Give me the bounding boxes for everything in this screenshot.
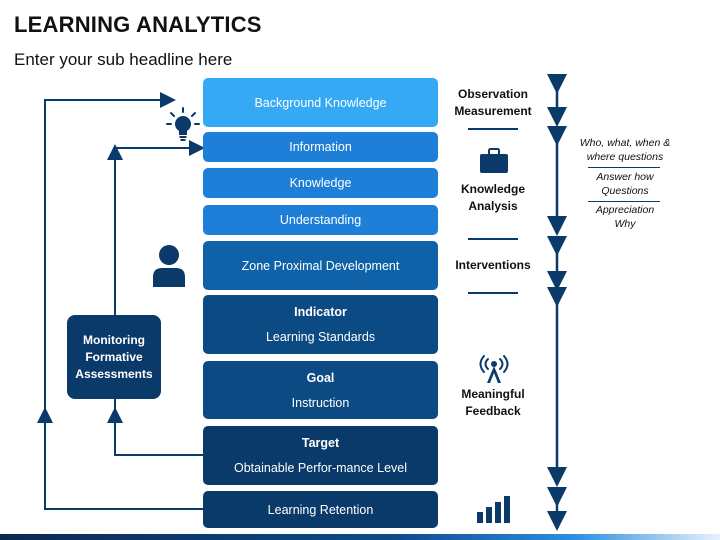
- broadcast-tower-icon: [479, 355, 509, 383]
- label-interventions: Interventions: [455, 258, 531, 272]
- inner-loop-arrow: [114, 140, 205, 456]
- label-feedback: Feedback: [465, 404, 521, 418]
- monitoring-line-2: Formative: [85, 349, 143, 364]
- label-meaningful-feedback: Meaningful Feedback: [443, 386, 543, 420]
- note-divider-2: [588, 201, 660, 202]
- note-answer-how: Answer how Questions: [570, 171, 680, 198]
- bar-understanding-label: Understanding: [279, 213, 362, 227]
- bar-background-knowledge: Background Knowledge: [203, 78, 438, 127]
- bar-indicator-text: Learning Standards: [265, 330, 376, 344]
- note-appreciation-line-2: Why: [614, 217, 636, 230]
- page-title: LEARNING ANALYTICS: [14, 12, 262, 37]
- bar-information-label: Information: [289, 140, 352, 154]
- note-who-line-1: Who, what, when &: [579, 137, 671, 149]
- bar-target-text: Obtainable Perfor-mance Level: [233, 461, 407, 475]
- bar-background-knowledge-label: Background Knowledge: [254, 95, 387, 110]
- bar-goal-title: Goal: [306, 370, 335, 385]
- bar-understanding: Understanding: [203, 205, 438, 235]
- outer-loop-arrow: [44, 92, 203, 510]
- label-analysis: Analysis: [468, 199, 518, 213]
- person-icon: [153, 245, 185, 287]
- bar-target-title: Target: [301, 436, 340, 450]
- note-who-line-2: where questions: [586, 150, 664, 163]
- note-appreciation: Appreciation Why: [570, 204, 680, 231]
- double-arrow-icons: [547, 74, 567, 531]
- label-meaningful: Meaningful: [461, 387, 525, 401]
- lightbulb-icon: [166, 107, 200, 141]
- note-appreciation-line-1: Appreciation: [595, 204, 655, 216]
- label-knowledge: Knowledge: [460, 182, 525, 196]
- bar-learning-retention: Learning Retention: [203, 491, 438, 528]
- monitoring-line-1: Monitoring: [83, 332, 145, 347]
- divider-2: [468, 238, 518, 240]
- note-divider-1: [588, 167, 660, 168]
- note-answer-line-2: Questions: [601, 184, 649, 197]
- divider-1: [468, 128, 518, 130]
- bottom-gradient-strip: [0, 534, 720, 540]
- briefcase-icon: [480, 148, 508, 173]
- bar-zone-proximal-development: Zone Proximal Development: [203, 241, 438, 290]
- note-who-what: Who, what, when & where questions: [570, 137, 680, 164]
- bar-knowledge-label: Knowledge: [289, 176, 352, 190]
- monitoring-line-3: Assessments: [75, 366, 153, 381]
- bar-information: Information: [203, 132, 438, 162]
- bar-zone-label: Zone Proximal Development: [241, 258, 400, 273]
- bar-target: Target Obtainable Perfor-mance Level: [203, 426, 438, 485]
- bar-knowledge: Knowledge: [203, 168, 438, 198]
- label-knowledge-analysis: Knowledge Analysis: [443, 181, 543, 215]
- bar-goal-text: Instruction: [291, 395, 350, 410]
- bar-retention-label: Learning Retention: [267, 502, 374, 517]
- note-answer-line-1: Answer how: [596, 171, 654, 183]
- bar-goal: Goal Instruction: [203, 361, 438, 419]
- bar-indicator: Indicator Learning Standards: [203, 295, 438, 354]
- label-observation: Observation: [457, 87, 529, 101]
- divider-3: [468, 292, 518, 294]
- bar-chart-icon: [477, 496, 510, 523]
- label-observation-measurement: Observation Measurement: [443, 86, 543, 120]
- bar-indicator-title: Indicator: [294, 305, 347, 319]
- monitoring-box: Monitoring Formative Assessments: [67, 315, 161, 399]
- page-subtitle: Enter your sub headline here: [14, 50, 233, 69]
- label-measurement: Measurement: [454, 104, 532, 118]
